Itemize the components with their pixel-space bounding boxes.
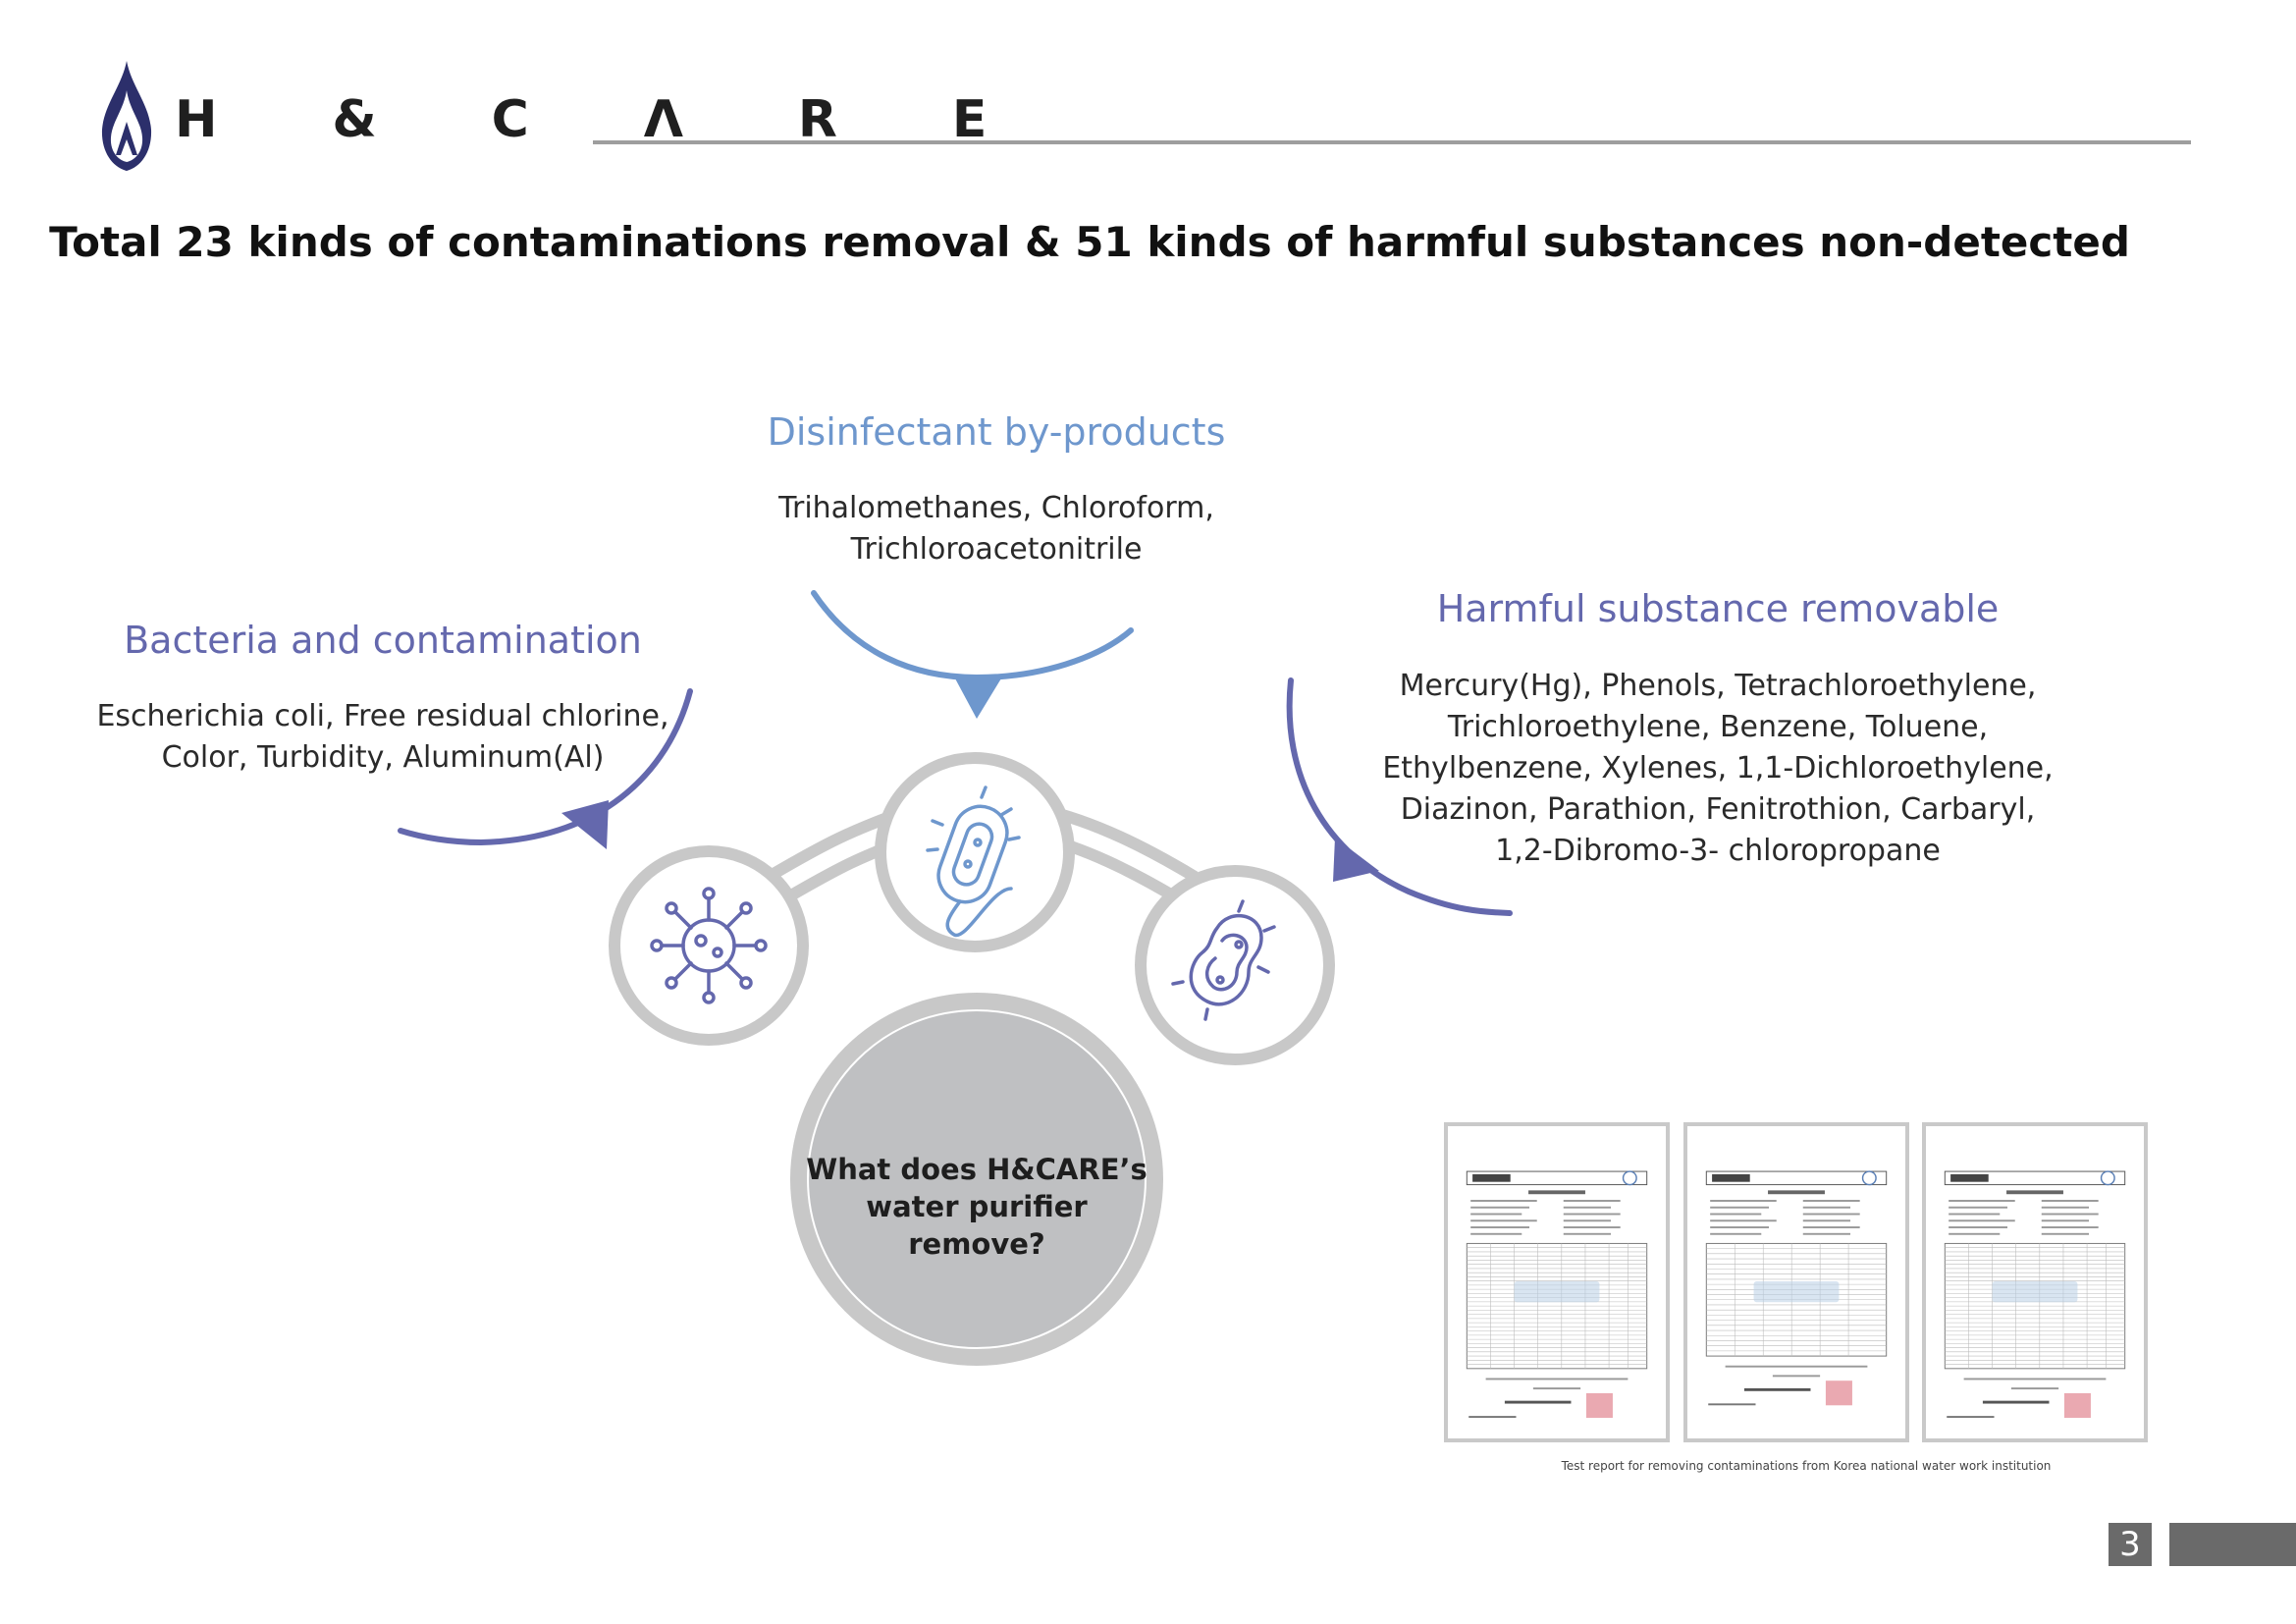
brand-wordmark: H & C Λ R E [175, 90, 1036, 149]
bacterium-icon [926, 785, 1021, 937]
harmful-list-line: 1,2-Dibromo-3- chloropropane [1495, 834, 1941, 868]
header-divider [593, 140, 2191, 144]
center-question: What does H&CARE’s water purifier remove… [805, 1151, 1148, 1263]
harmful-heading: Harmful substance removable [1436, 587, 2000, 630]
page-number: 3 [2109, 1523, 2152, 1566]
bacterium-circle [875, 752, 1075, 952]
test-report-document [1944, 1170, 2126, 1419]
bacteria-arc [398, 688, 693, 846]
virus-icon [650, 887, 768, 1004]
disinfectant-arrow-icon [955, 678, 1001, 719]
harmful-list-line: Trichloroethylene, Benzene, Toluene, [1447, 710, 1989, 744]
virus-circle [609, 845, 809, 1046]
test-report-thumbnail [1683, 1122, 1909, 1442]
bacteria-heading: Bacteria and contamination [124, 619, 642, 662]
bacteria-arrow-icon [561, 800, 609, 849]
bacteria-list-line: Escherichia coli, Free residual chlorine… [96, 699, 669, 733]
disinfectant-list-line: Trichloroacetonitrile [850, 532, 1143, 567]
center-circle [807, 1009, 1147, 1349]
harmful-arc [1286, 677, 1513, 916]
disinfectant-list-line: Trihalomethanes, Chloroform, [778, 491, 1214, 525]
test-report-document [1705, 1170, 1888, 1406]
harmful-arrow-icon [1333, 838, 1379, 882]
page-title: Total 23 kinds of contaminations removal… [49, 218, 2130, 266]
disinfectant-heading: Disinfectant by-products [767, 410, 1226, 454]
center-question-line: What does H&CARE’s [806, 1153, 1148, 1186]
harmful-list-line: Diazinon, Parathion, Fenitrothion, Carba… [1400, 792, 2036, 827]
bacteria-list-line: Color, Turbidity, Aluminum(Al) [161, 740, 605, 775]
test-report-thumbnail [1922, 1122, 2148, 1442]
page-footer-bar [2169, 1523, 2296, 1566]
microbe-icon [1171, 899, 1276, 1021]
test-report-thumbnail [1444, 1122, 1670, 1442]
disinfectant-arc [811, 590, 1134, 681]
microbe-circle [1135, 865, 1335, 1065]
harmful-list-line: Mercury(Hg), Phenols, Tetrachloroethylen… [1399, 669, 2037, 703]
center-question-line: water purifier remove? [866, 1190, 1088, 1261]
test-report-caption: Test report for removing contaminations … [1561, 1459, 2052, 1473]
brand-logo-icon [101, 61, 152, 171]
test-report-document [1466, 1170, 1648, 1419]
harmful-list-line: Ethylbenzene, Xylenes, 1,1-Dichloroethyl… [1382, 751, 2054, 785]
